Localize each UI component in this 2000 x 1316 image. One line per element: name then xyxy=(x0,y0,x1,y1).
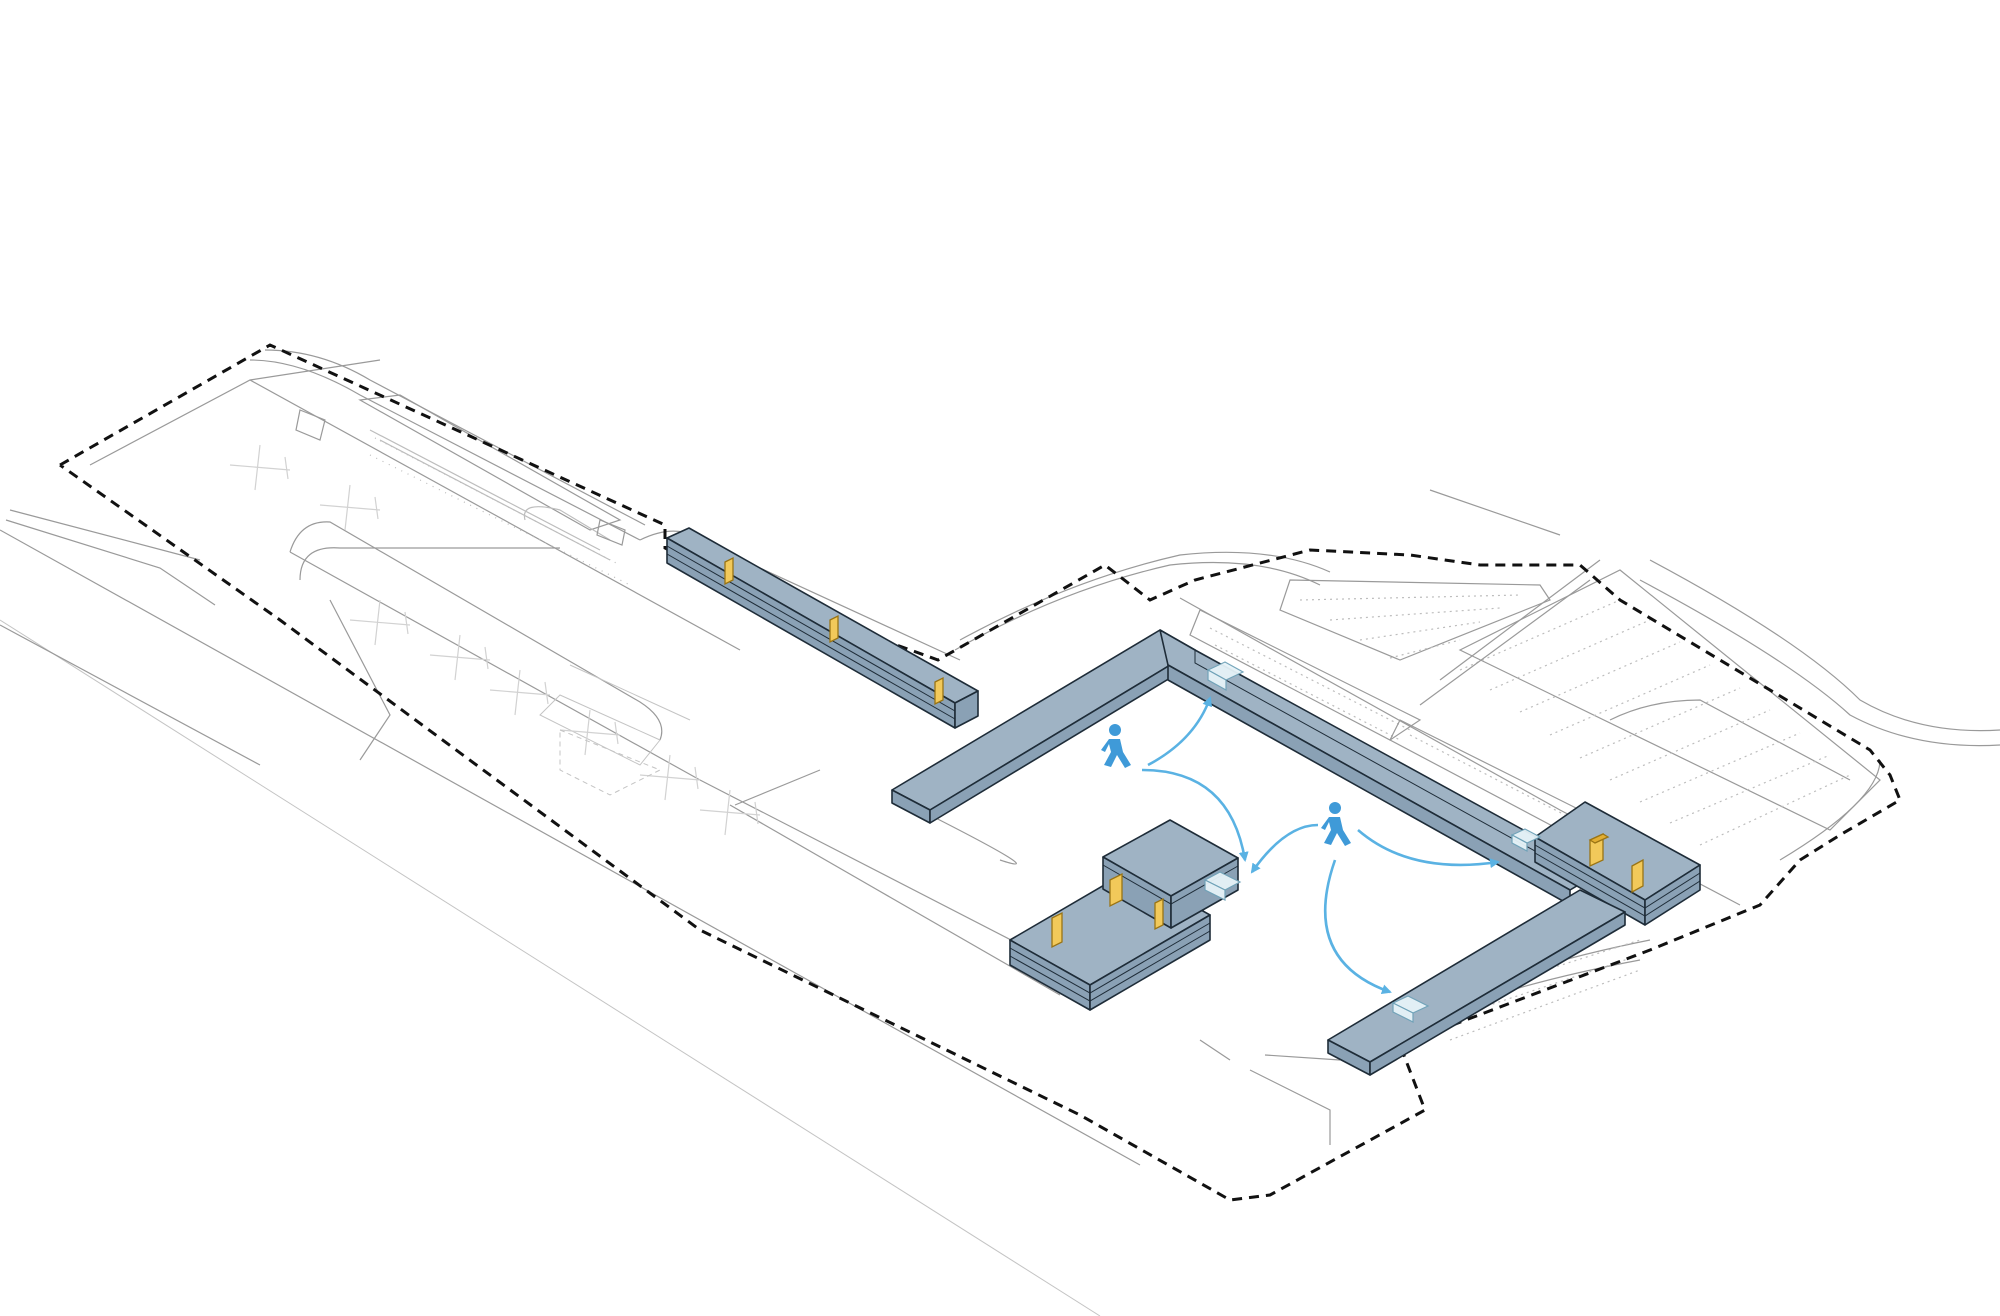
roads-and-curbs xyxy=(249,349,2000,1145)
north-pier-building xyxy=(666,527,979,729)
central-block xyxy=(1009,819,1242,1011)
pedestrian-icon xyxy=(1321,802,1351,846)
east-parking xyxy=(1189,559,1881,846)
l-shaped-terminal xyxy=(891,629,1701,1076)
apron-pavement xyxy=(89,359,741,766)
runway-lines xyxy=(0,509,1141,1316)
pedestrian-flow-arrows xyxy=(1141,696,1500,995)
aircraft-group xyxy=(229,444,761,836)
pedestrian-icon xyxy=(1101,724,1131,768)
north-parking xyxy=(295,394,631,586)
